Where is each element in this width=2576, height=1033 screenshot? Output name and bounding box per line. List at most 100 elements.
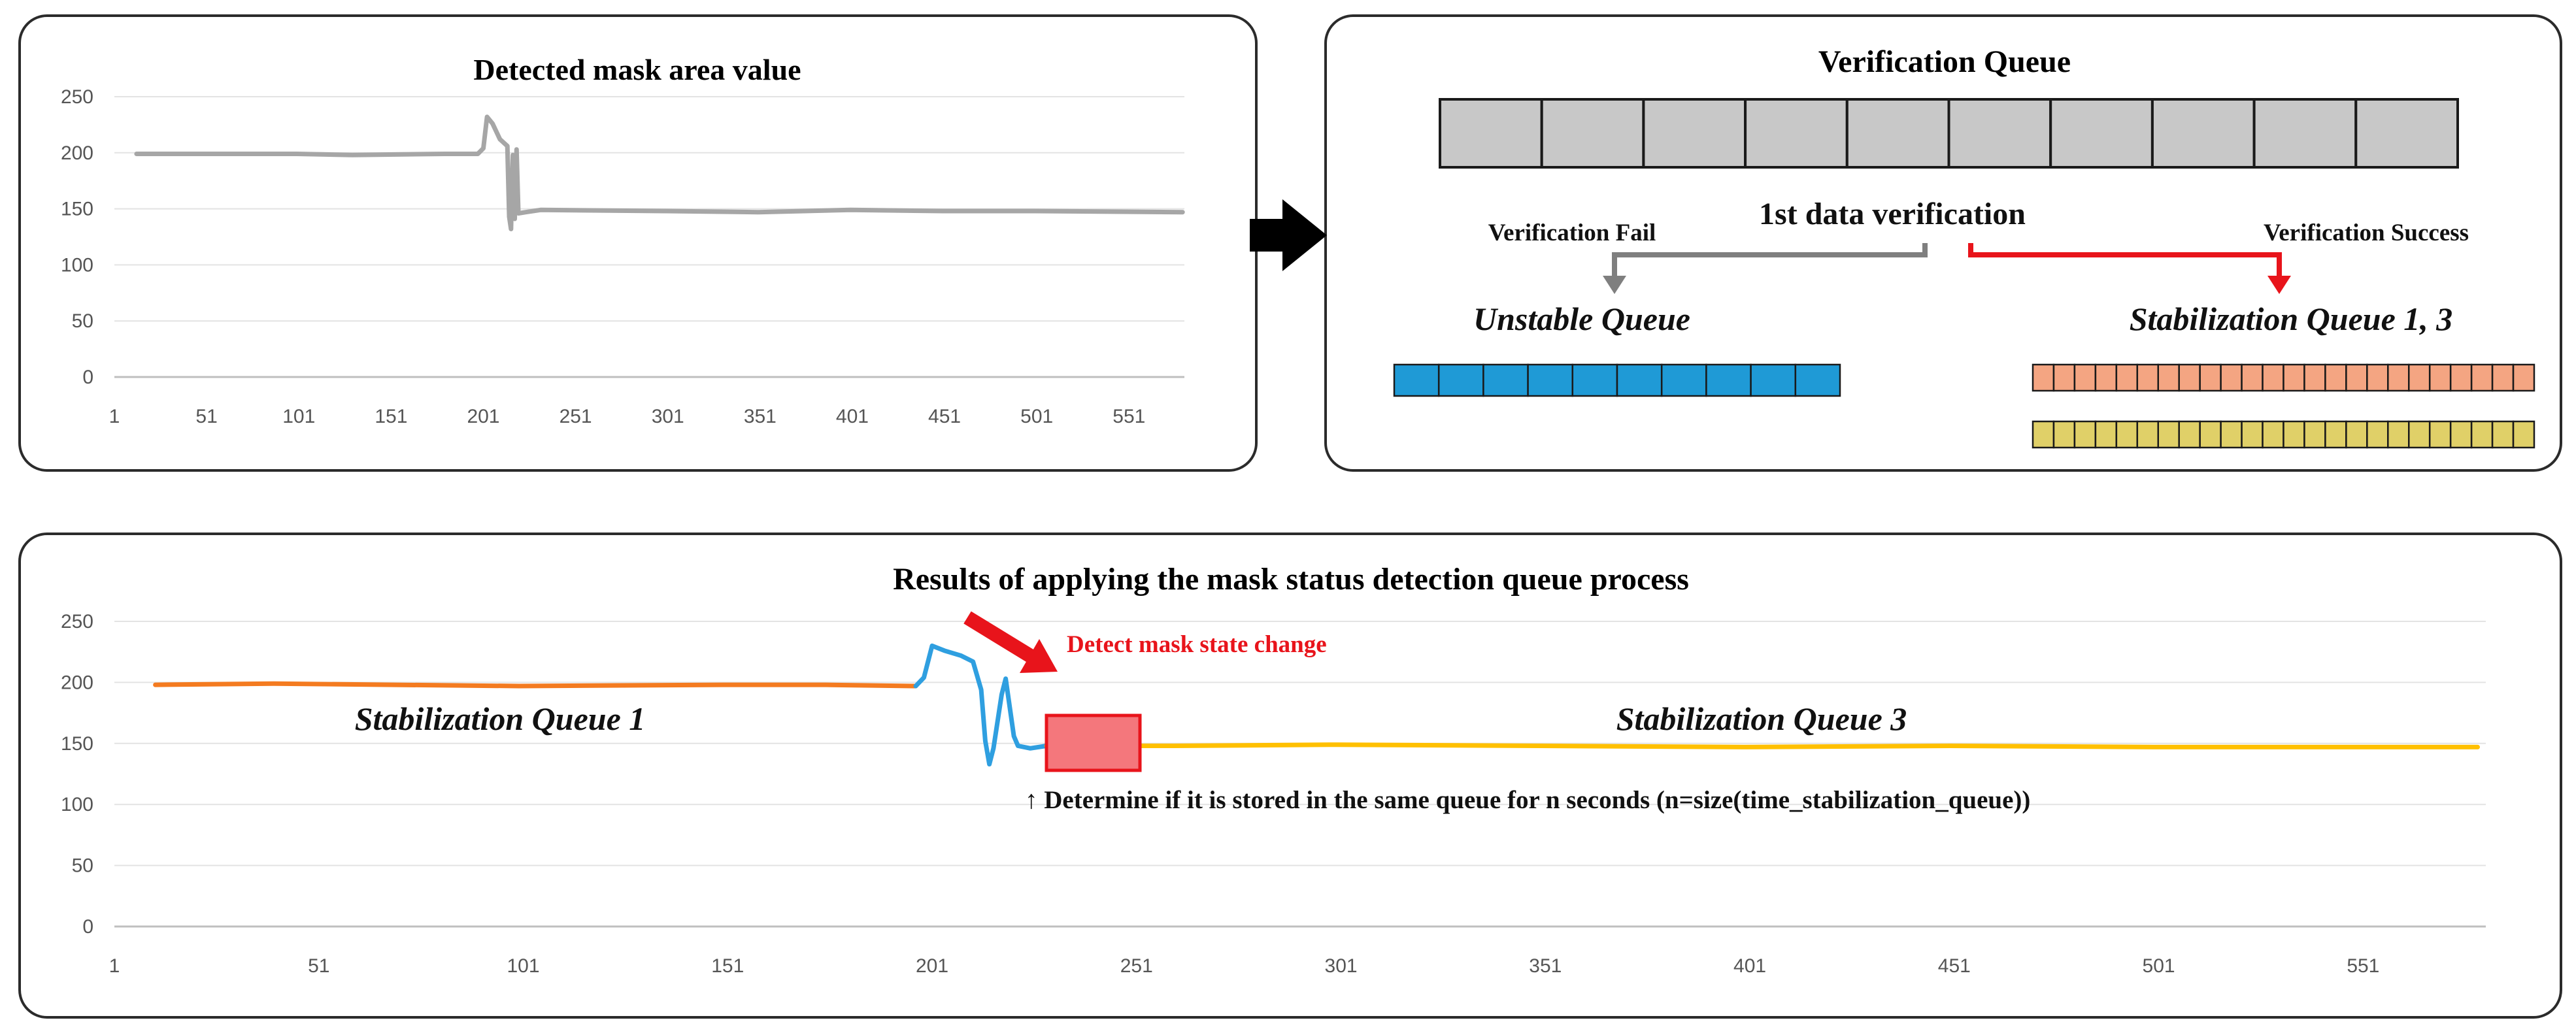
unstable-queue-cell	[1616, 363, 1663, 397]
series-line-1	[134, 114, 1185, 231]
x-tick-label: 401	[836, 406, 869, 427]
stabilization-queue-3-cell	[2470, 420, 2494, 449]
stabilization-queue-3-cell	[2052, 420, 2076, 449]
unstable-queue-cell	[1527, 363, 1574, 397]
stabilization-queue-3-cell	[2073, 420, 2097, 449]
verification-success-label: Verification Success	[2264, 220, 2469, 246]
stabilization-queue-1-cell	[2283, 363, 2305, 392]
stabilization-queue-3-cell	[2283, 420, 2305, 449]
verification-queue-cell	[2049, 98, 2154, 169]
y-tick-label: 250	[61, 611, 93, 632]
stabilization-queue-3-cell	[2408, 420, 2431, 449]
stabilization-queue-3-cell	[2115, 420, 2139, 449]
stabilization-queue-3	[2032, 420, 2535, 449]
series-line-3	[1044, 742, 2480, 749]
stabilization-queue-3-cell	[2428, 420, 2452, 449]
verification-queue-cell	[2354, 98, 2460, 169]
verification-fail-label: Verification Fail	[1488, 220, 1656, 246]
x-tick-label: 151	[711, 955, 744, 977]
unstable-queue-cell	[1393, 363, 1440, 397]
success-arrow-icon	[1968, 243, 2291, 294]
stabilization-queue-3-cell	[2324, 420, 2347, 449]
stabilization-queue-3-cell	[2136, 420, 2160, 449]
verification-queue-cell	[1642, 98, 1747, 169]
stabilization-queue-3-cell	[2366, 420, 2389, 449]
right-arrow-icon	[1250, 199, 1327, 271]
y-tick-label: 100	[61, 254, 93, 276]
y-tick-label: 50	[72, 310, 93, 332]
first-data-verification-label: 1st data verification	[1759, 197, 2026, 231]
series-line-2	[913, 643, 1049, 767]
verification-queue-cell	[1744, 98, 1848, 169]
x-tick-label: 201	[916, 955, 948, 977]
x-tick-label: 501	[1020, 406, 1053, 427]
verification-queue-cell	[2150, 98, 2256, 169]
stabilization-queue-1-cell	[2241, 363, 2264, 392]
y-tick-label: 150	[61, 199, 93, 220]
stabilization-queue-1-cell	[2303, 363, 2326, 392]
x-tick-label: 201	[467, 406, 499, 427]
x-tick-label: 51	[195, 406, 217, 427]
unstable-queue	[1393, 363, 1841, 397]
unstable-queue-label: Unstable Queue	[1473, 301, 1690, 337]
stabilization-queue-1-cell	[2094, 363, 2118, 392]
stabilization-queue-1-cell	[2449, 363, 2473, 392]
x-tick-label: 301	[652, 406, 684, 427]
x-tick-label: 251	[560, 406, 592, 427]
stabilization-queue-3-cell	[2512, 420, 2535, 449]
stabilization-queue-1-cell	[2324, 363, 2347, 392]
verification-queue-title: Verification Queue	[1818, 44, 2071, 79]
top-left-panel	[18, 14, 1258, 472]
x-tick-label: 351	[1529, 955, 1562, 977]
unstable-queue-cell	[1705, 363, 1752, 397]
stabilization-queue-1-cell	[2220, 363, 2243, 392]
verification-queue-cell	[1947, 98, 2052, 169]
stabilization-queue-1-cell	[2262, 363, 2284, 392]
x-tick-label: 1	[109, 955, 120, 977]
stabilization-queue-1-cell	[2345, 363, 2368, 392]
unstable-queue-cell	[1482, 363, 1529, 397]
stabilization-queue-3-cell	[2199, 420, 2222, 449]
x-tick-label: 401	[1733, 955, 1766, 977]
unstable-queue-cell	[1571, 363, 1618, 397]
x-tick-label: 351	[744, 406, 777, 427]
x-tick-label: 551	[2347, 955, 2379, 977]
x-tick-label: 51	[308, 955, 329, 977]
stabilization-queue-3-cell	[2387, 420, 2410, 449]
y-tick-label: 250	[61, 86, 93, 108]
stabilization-queue-1-cell	[2115, 363, 2139, 392]
stabilization-queue-1-cell	[2408, 363, 2431, 392]
y-tick-label: 0	[82, 367, 93, 388]
stabilization-queue-1-cell	[2470, 363, 2494, 392]
verification-queue-cell	[1540, 98, 1645, 169]
unstable-queue-cell	[1660, 363, 1707, 397]
stabilization-queue-3-cell	[2491, 420, 2515, 449]
stabilization-check-box	[1045, 713, 1142, 772]
x-tick-label: 101	[282, 406, 315, 427]
stabilization-queue-3-cell	[2157, 420, 2180, 449]
stabilization-queue-3-cell	[2178, 420, 2201, 449]
verification-queue-cell	[1845, 98, 1950, 169]
stabilization-queue-3-cell	[2241, 420, 2264, 449]
verification-diagram: Verification Queue 1st data verification…	[1393, 44, 2535, 449]
fail-arrow-icon	[1603, 243, 1928, 294]
stabilization-queue-1-cell	[2491, 363, 2515, 392]
top-chart-title: Detected mask area value	[473, 53, 801, 86]
y-tick-label: 150	[61, 733, 93, 755]
stabilization-queue-1-cell	[2428, 363, 2452, 392]
y-tick-label: 50	[72, 855, 93, 877]
y-tick-label: 100	[61, 794, 93, 815]
stabilization-queue-3-cell	[2032, 420, 2055, 449]
x-tick-label: 101	[507, 955, 539, 977]
stabilization-queue-3-label: Stabilization Queue 3	[1616, 700, 1907, 737]
x-tick-label: 451	[928, 406, 961, 427]
stabilization-queue-1-label: Stabilization Queue 1	[355, 700, 646, 737]
stabilization-queue-3-cell	[2262, 420, 2284, 449]
x-tick-label: 501	[2143, 955, 2175, 977]
y-tick-label: 0	[82, 916, 93, 938]
